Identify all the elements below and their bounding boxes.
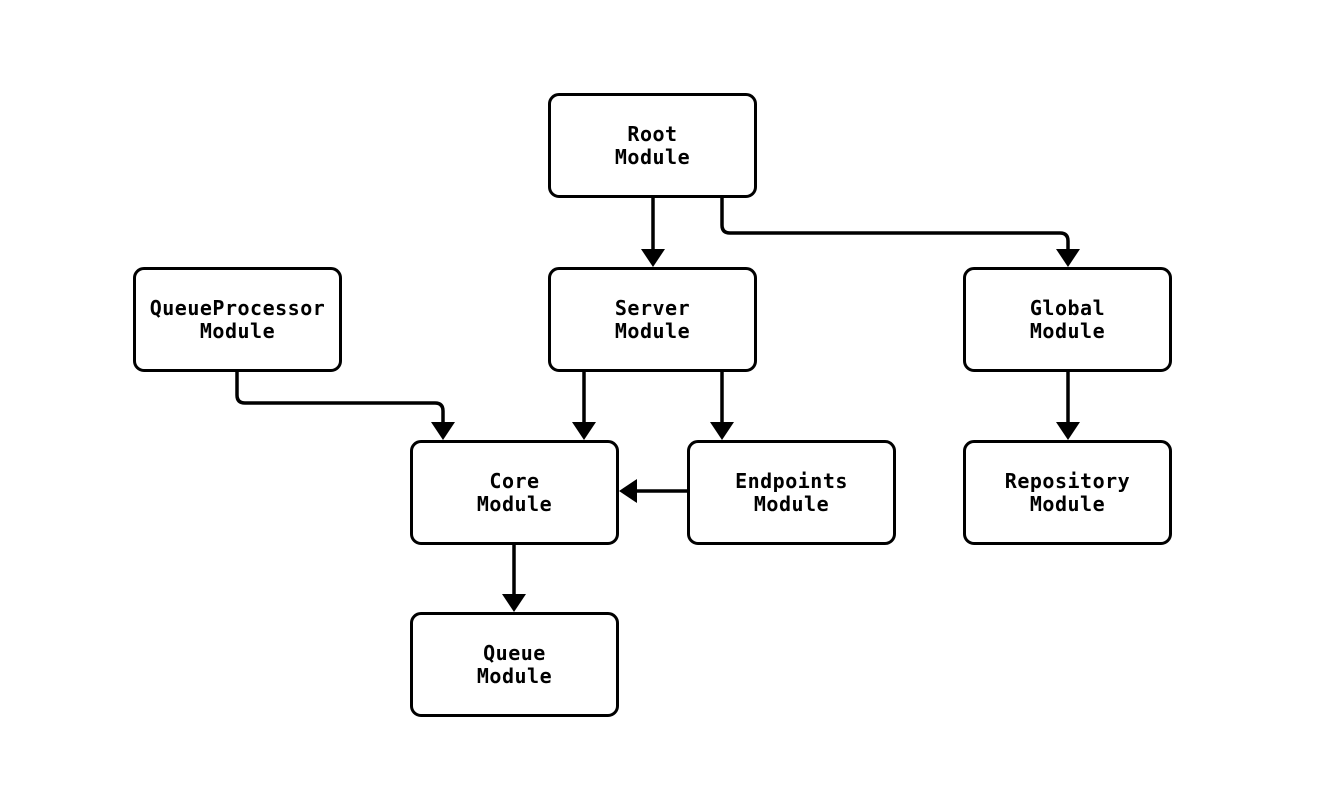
- edge-root-to-global: [720, 198, 1070, 249]
- node-global-module: Global Module: [963, 267, 1172, 372]
- arrowhead-queueprocessor-to-core: [431, 422, 455, 440]
- node-queue-module: Queue Module: [410, 612, 619, 717]
- arrowhead-global-to-repository: [1056, 422, 1080, 440]
- node-repository-module: Repository Module: [963, 440, 1172, 545]
- arrowhead-server-to-endpoints: [710, 422, 734, 440]
- arrowhead-endpoints-to-core: [619, 479, 637, 503]
- arrowhead-root-to-server: [641, 249, 665, 267]
- node-endpoints-module: Endpoints Module: [687, 440, 896, 545]
- node-root-module: Root Module: [548, 93, 757, 198]
- arrowhead-core-to-queue: [502, 594, 526, 612]
- edge-queueprocessor-to-core: [235, 372, 445, 422]
- node-server-module: Server Module: [548, 267, 757, 372]
- arrowhead-root-to-global: [1056, 249, 1080, 267]
- node-core-module: Core Module: [410, 440, 619, 545]
- node-queueprocessor-module: QueueProcessor Module: [133, 267, 342, 372]
- arrowhead-server-to-core: [572, 422, 596, 440]
